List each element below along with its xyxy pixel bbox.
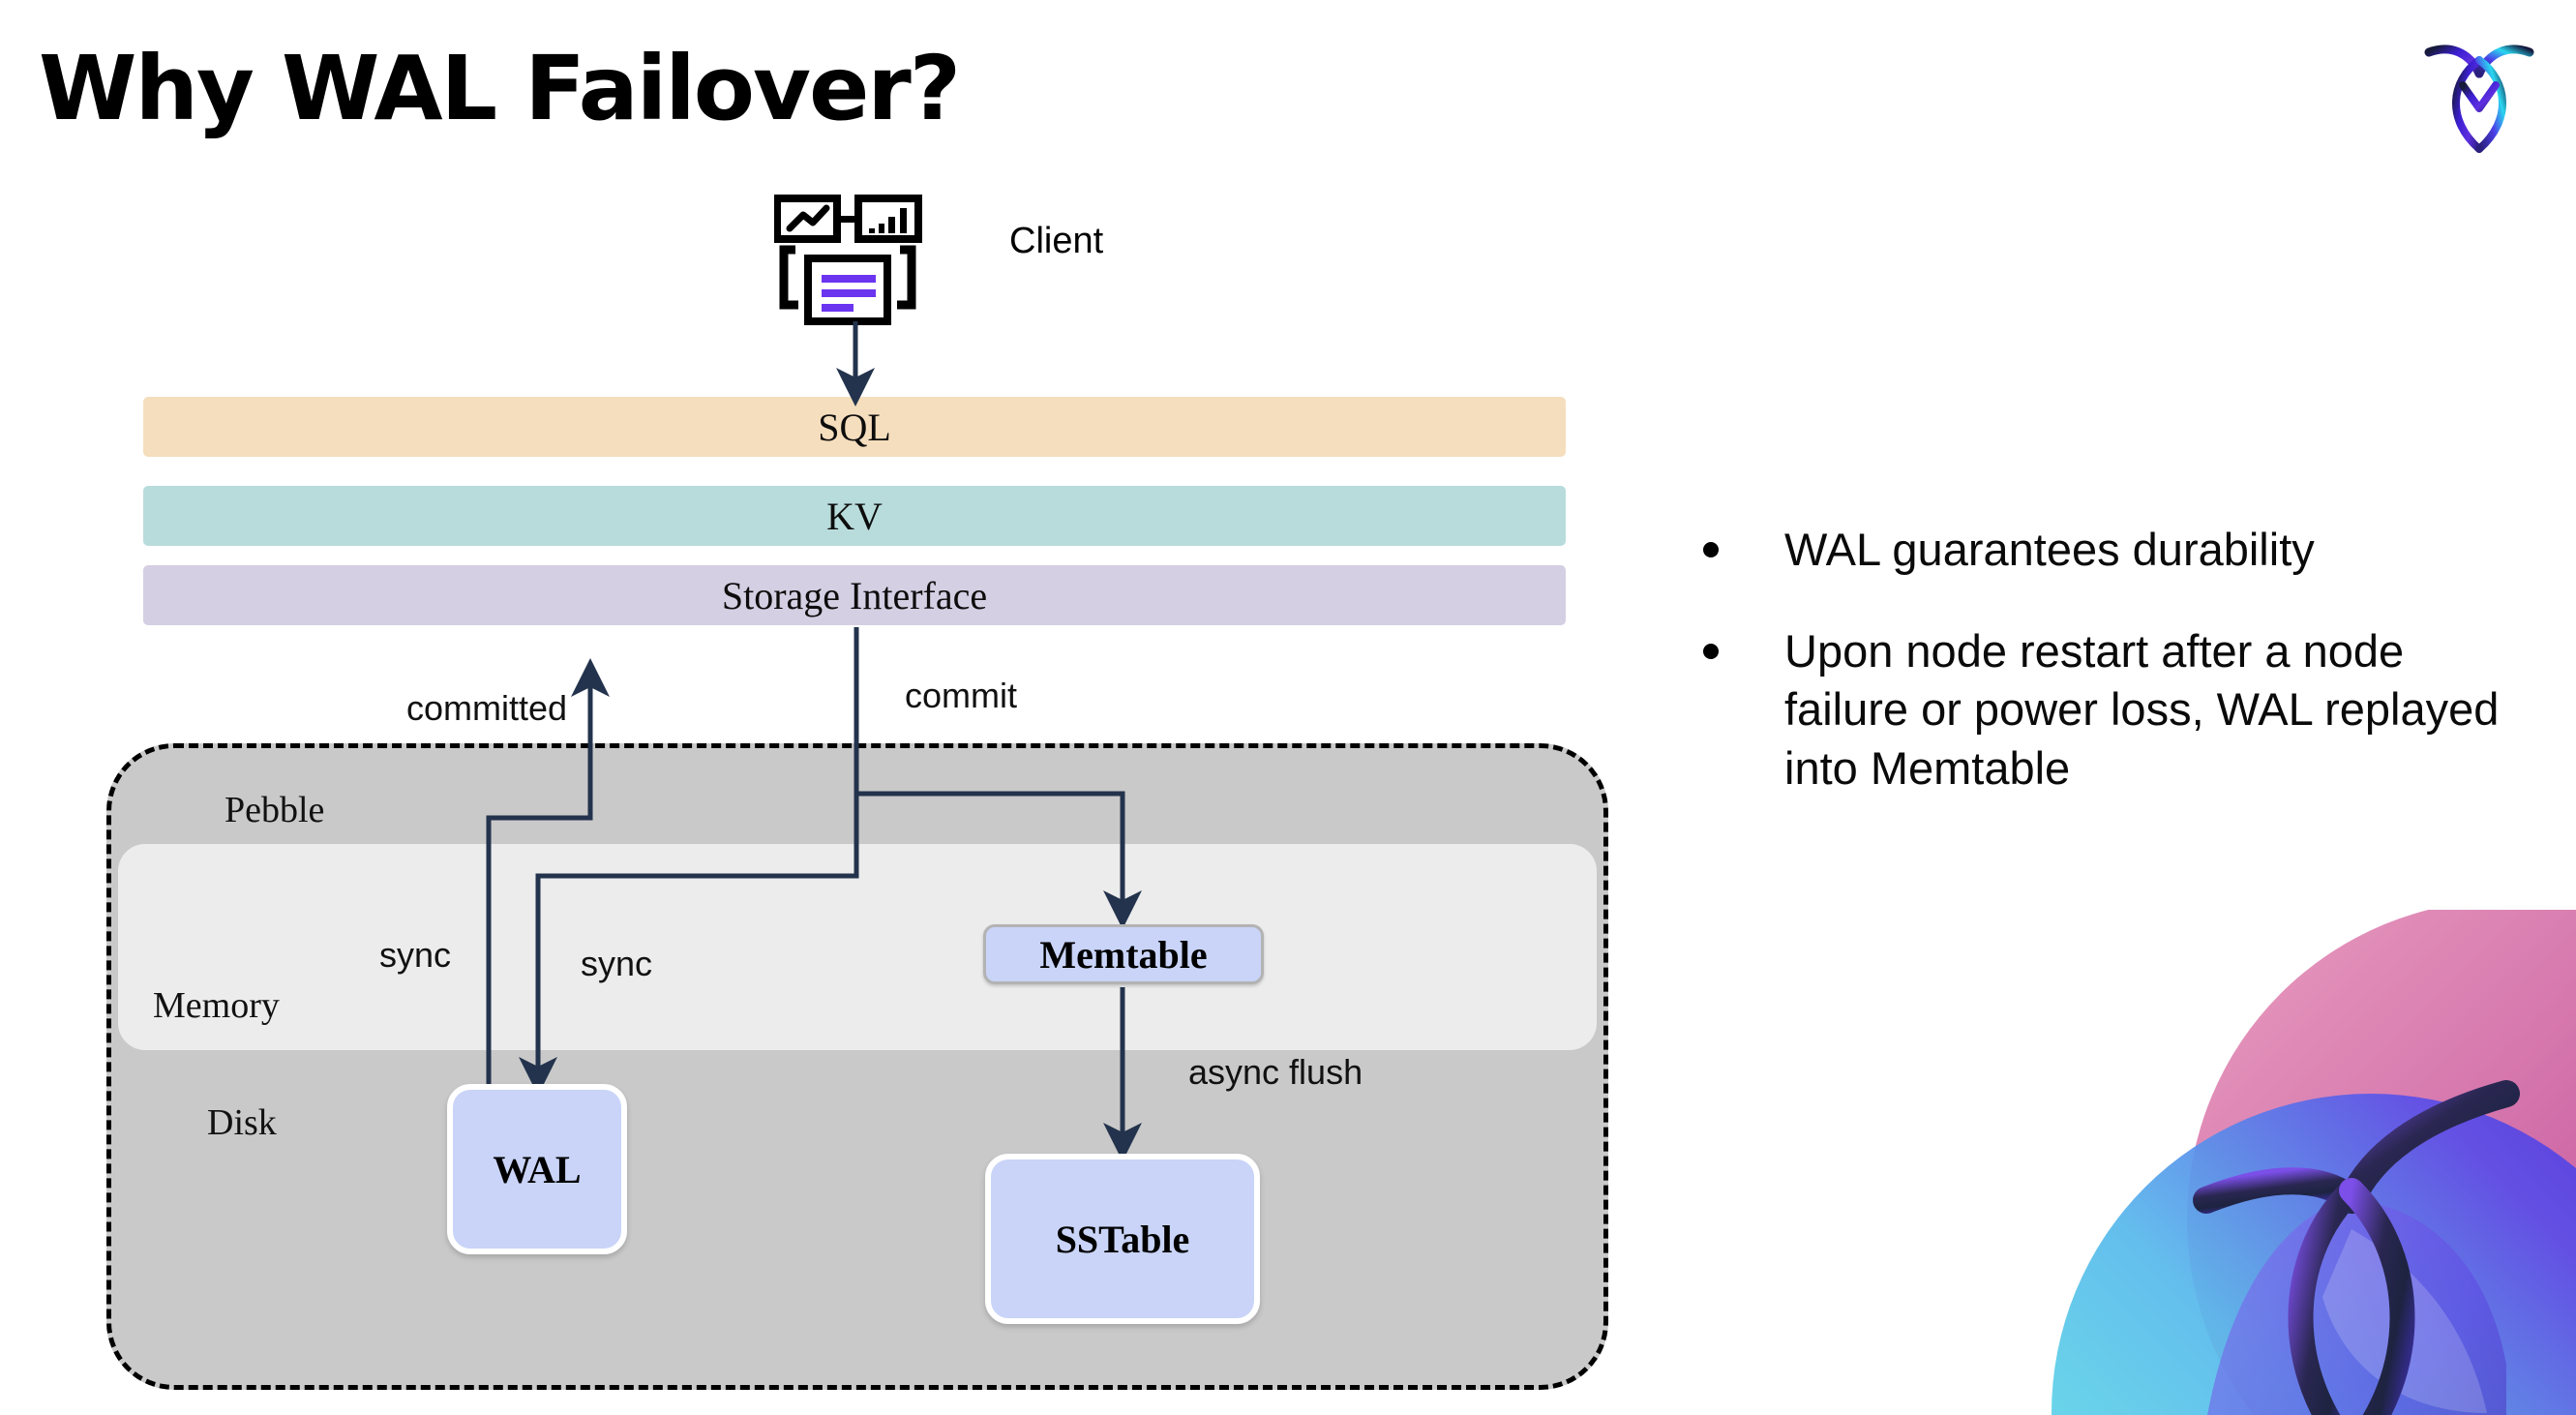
layer-label-sql: SQL [818,405,891,449]
bullet-list: WAL guarantees durability Upon node rest… [1703,521,2535,841]
layer-bar-storage-interface: Storage Interface [143,565,1566,625]
memory-label: Memory [153,985,280,1026]
node-wal: WAL [447,1084,627,1254]
layer-label-storage-interface: Storage Interface [721,573,988,617]
client-label: Client [1009,221,1104,261]
layer-bar-kv: KV [143,486,1566,546]
decorative-brand-graphic [1964,910,2576,1415]
list-item: Upon node restart after a node failure o… [1703,622,2535,798]
bullet-text: Upon node restart after a node failure o… [1784,624,2500,794]
cockroachdb-logo-icon [2411,31,2547,157]
bullet-dot-icon [1703,542,1719,557]
pebble-container [106,743,1608,1390]
memory-zone [118,844,1597,1050]
node-label-memtable: Memtable [1039,932,1208,977]
edge-label-async-flush: async flush [1188,1052,1363,1092]
node-memtable: Memtable [983,924,1264,984]
bullet-text: WAL guarantees durability [1784,524,2315,575]
disk-label: Disk [207,1102,277,1143]
node-label-wal: WAL [493,1147,582,1191]
client-dashboard-icon [773,194,929,329]
edge-label-sync-right: sync [581,944,653,983]
node-label-sstable: SSTable [1055,1217,1190,1261]
layer-bar-sql: SQL [143,397,1566,457]
list-item: WAL guarantees durability [1703,521,2535,580]
node-sstable: SSTable [985,1154,1260,1324]
bullet-dot-icon [1703,643,1719,659]
pebble-label: Pebble [225,790,325,830]
edge-label-committed: committed [406,688,568,728]
layer-label-kv: KV [826,494,883,538]
edge-label-sync-left: sync [379,935,452,975]
edge-label-commit: commit [905,676,1017,715]
page-title: Why WAL Failover? [39,37,961,140]
